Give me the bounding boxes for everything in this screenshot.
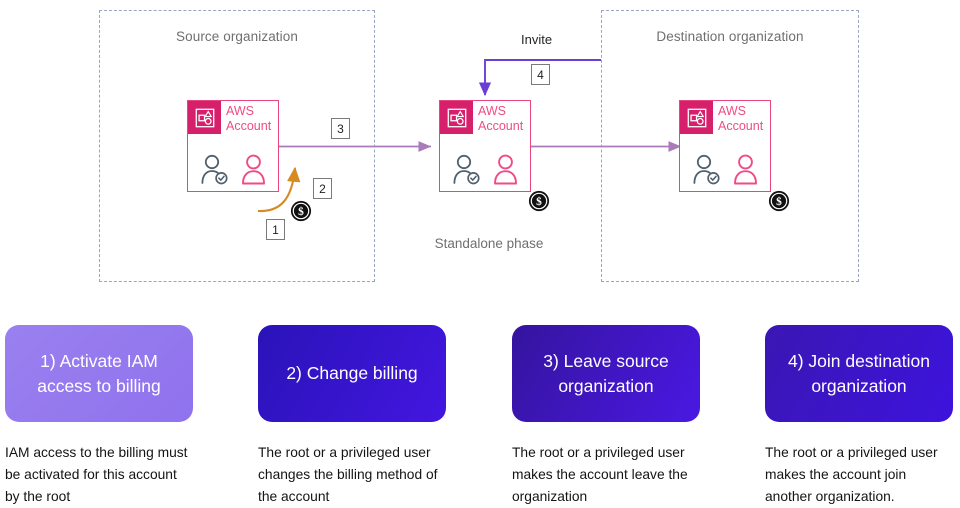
steps-card-row: 1) Activate IAM access to billing IAM ac… <box>0 325 960 504</box>
billing-coin-icon-destination: $ <box>768 190 790 212</box>
aws-account-users <box>196 149 276 185</box>
aws-label-line1: AWS <box>226 104 255 118</box>
aws-account-icon <box>680 101 713 134</box>
step-card-3-pill[interactable]: 3) Leave source organization <box>512 325 700 422</box>
step-card-2-title: 2) Change billing <box>286 363 418 383</box>
admin-user-icon <box>201 154 228 185</box>
billing-coin-icon-standalone: $ <box>528 190 550 212</box>
step-card-3-body: The root or a privileged user makes the … <box>512 445 688 504</box>
step-chip-3: 3 <box>331 118 350 139</box>
aws-account-icon <box>440 101 473 134</box>
step-card-1-title: 1) Activate IAM access to billing <box>37 350 161 396</box>
aws-label-line2: Account <box>478 118 524 133</box>
source-organization-label: Source organization <box>176 29 298 44</box>
aws-label-line1: AWS <box>478 104 507 118</box>
svg-text:$: $ <box>298 205 304 218</box>
step-card-4[interactable]: 4) Join destination organization The roo… <box>765 325 953 508</box>
step-card-4-title: 4) Join destination organization <box>787 350 931 396</box>
aws-label-line2: Account <box>718 118 764 133</box>
svg-text:$: $ <box>536 195 542 208</box>
aws-account-node-source[interactable]: AWS Account <box>187 100 279 192</box>
aws-account-node-label: AWS Account <box>478 104 523 133</box>
step-card-4-pill[interactable]: 4) Join destination organization <box>765 325 953 422</box>
step-chip-1: 1 <box>266 219 285 240</box>
invite-edge-label: Invite <box>521 32 553 47</box>
user-icon <box>494 154 517 185</box>
aws-account-node-label: AWS Account <box>718 104 763 133</box>
user-icon <box>242 154 265 185</box>
aws-account-users <box>448 149 528 185</box>
user-icon <box>734 154 757 185</box>
step-chip-2: 2 <box>313 178 332 199</box>
destination-organization-label: Destination organization <box>656 29 804 44</box>
svg-text:$: $ <box>776 195 782 208</box>
aws-account-node-destination[interactable]: AWS Account <box>679 100 771 192</box>
aws-account-node-label: AWS Account <box>226 104 271 133</box>
aws-account-users <box>688 149 768 185</box>
step-card-1-body: IAM access to the billing must be activa… <box>5 445 188 504</box>
aws-label-line2: Account <box>226 118 272 133</box>
step-card-2-pill[interactable]: 2) Change billing <box>258 325 446 422</box>
admin-user-icon <box>453 154 480 185</box>
standalone-phase-label: Standalone phase <box>434 236 544 251</box>
step-card-2-body: The root or a privileged user changes th… <box>258 445 438 504</box>
step-card-1-pill[interactable]: 1) Activate IAM access to billing <box>5 325 193 422</box>
billing-coin-icon-source: $ <box>290 200 312 222</box>
step-card-1[interactable]: 1) Activate IAM access to billing IAM ac… <box>5 325 193 508</box>
step-card-3[interactable]: 3) Leave source organization The root or… <box>512 325 700 508</box>
aws-account-icon <box>188 101 221 134</box>
step-card-3-title: 3) Leave source organization <box>543 350 669 396</box>
aws-label-line1: AWS <box>718 104 747 118</box>
step-chip-4: 4 <box>531 64 550 85</box>
aws-account-node-standalone[interactable]: AWS Account <box>439 100 531 192</box>
admin-user-icon <box>693 154 720 185</box>
step-card-2[interactable]: 2) Change billing The root or a privileg… <box>258 325 446 508</box>
step-card-4-body: The root or a privileged user makes the … <box>765 445 938 504</box>
